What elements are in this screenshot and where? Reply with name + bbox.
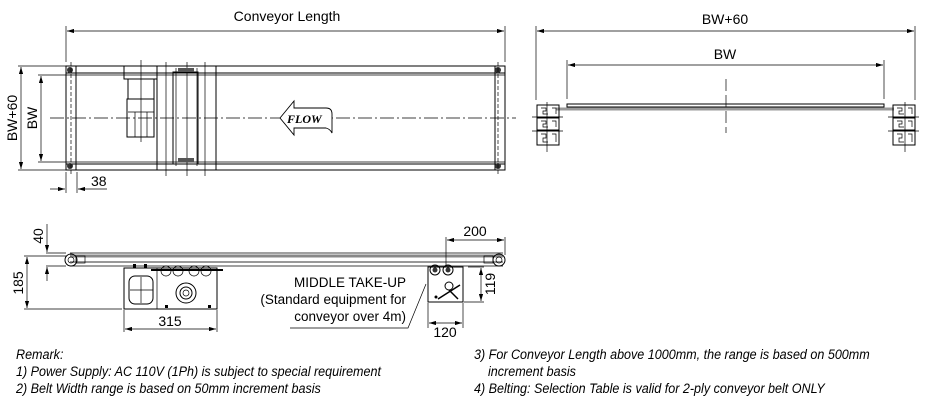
drive-unit-side [123,264,223,310]
takeup-height-dimension: 119 [464,266,498,303]
belt-width-dimension-top: BW [24,74,66,163]
remark-item-4: 4) Belting: Selection Table is valid for… [474,381,825,396]
flow-label: FLOW [286,112,323,126]
total-height-label: 185 [10,271,26,295]
takeup-note: MIDDLE TAKE-UP (Standard equipment for c… [260,275,406,324]
end-outer-width-label: BW+60 [702,11,749,27]
takeup-leader-line [290,283,427,329]
takeup-note-line-1: MIDDLE TAKE-UP [294,275,406,290]
conveyor-frame-top [65,62,506,176]
offset-label: 38 [91,173,107,189]
drive-motor-top [123,60,158,142]
remark-title: Remark: [16,347,64,362]
remark-item-1: 1) Power Supply: AC 110V (1Ph) is subjec… [16,364,381,379]
drive-length-label: 315 [158,313,182,329]
offset-dimension: 38 [50,172,107,193]
belt-section [566,103,885,108]
end-belt-width-label: BW [714,46,737,62]
outer-width-dimension-top: BW+60 [4,65,66,171]
takeup-width-label: 120 [433,324,457,340]
belt-width-label: BW [24,106,40,129]
total-height-dimension: 185 [10,255,122,310]
outer-width-dimension-end: BW+60 [535,11,916,100]
remark-item-2: 2) Belt Width range is based on 50mm inc… [16,381,321,396]
side-view: 40 185 [10,223,506,340]
conveyor-length-label: Conveyor Length [234,8,341,24]
aluminum-profile-right [888,102,919,152]
top-view: Conveyor Length [4,8,516,193]
outer-width-label: BW+60 [4,95,20,142]
remark-item-3: 3) For Conveyor Length above 1000mm, the… [474,347,870,362]
flow-arrow-icon: FLOW [279,99,333,137]
drive-length-dimension: 315 [123,310,218,332]
takeup-width-dimension: 120 [427,303,464,340]
belt-height-label: 40 [30,228,46,244]
aluminum-profile-left [532,102,563,152]
belt-height-dimension: 40 [30,224,66,281]
drive-pulley-top [156,62,217,176]
takeup-note-line-3: conveyor over 4m) [294,309,406,324]
belt-side [64,252,506,267]
takeup-offset-label: 200 [463,223,487,239]
conveyor-length-dimension: Conveyor Length [65,8,506,62]
takeup-offset-dimension: 200 [445,223,506,266]
middle-takeup-unit [427,264,464,303]
takeup-note-line-2: (Standard equipment for [260,292,406,307]
takeup-height-label: 119 [482,273,498,296]
belt-width-dimension-end: BW [566,46,885,99]
end-view: BW+60 BW [532,11,919,152]
remark-item-3-continued: increment basis [488,364,576,379]
